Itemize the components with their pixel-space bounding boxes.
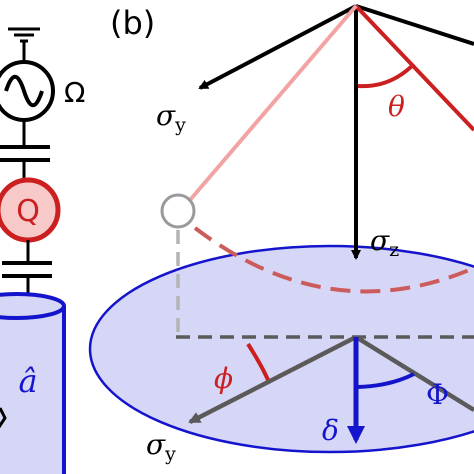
trajectory-arc: [193, 226, 474, 294]
projected-vector-pink: [188, 4, 358, 202]
theta-label: θ: [388, 90, 405, 123]
Phi-arc: [357, 372, 415, 389]
equatorial-disk: [88, 244, 474, 454]
ac-source-icon: [0, 60, 55, 122]
panel-label: (b): [110, 4, 155, 42]
drive-label: Ω: [64, 76, 85, 109]
sigma-y-bottom-label: σy: [146, 428, 176, 465]
qubit-label: Q: [16, 194, 40, 229]
theta-arc: [357, 62, 416, 89]
delta-label: δ: [322, 414, 339, 447]
sigma-z-symbol: σ: [370, 224, 390, 257]
state-vector: [354, 4, 474, 132]
state-point-circle: [160, 193, 196, 229]
sigma-z-label: σz: [370, 224, 399, 261]
capacitor-icon: [0, 145, 50, 162]
Phi-label: Φ: [426, 378, 449, 411]
phi-label: ϕ: [214, 362, 233, 395]
ground-symbol: [8, 27, 40, 43]
phi-arc: [246, 342, 270, 381]
sigma-y-top-sub: y: [174, 114, 186, 136]
vector-to-upper-right: [355, 4, 474, 46]
sigma-y-axis-bottom: [188, 334, 358, 425]
sigma-y-bottom-sub: y: [164, 443, 176, 465]
disk-vector-right: [354, 335, 474, 412]
sigma-z-sub: z: [389, 239, 399, 261]
capacitor-icon: [2, 261, 52, 278]
sigma-y-axis-top: [198, 4, 357, 90]
cavity-cylinder-icon: [0, 292, 66, 474]
sigma-y-bottom-symbol: σ: [146, 428, 166, 461]
circuit: Ω Q â: [0, 27, 85, 474]
sigma-y-top-label: σy: [156, 99, 186, 136]
sigma-y-top-symbol: σ: [156, 99, 176, 132]
cavity-label: â: [18, 362, 37, 400]
